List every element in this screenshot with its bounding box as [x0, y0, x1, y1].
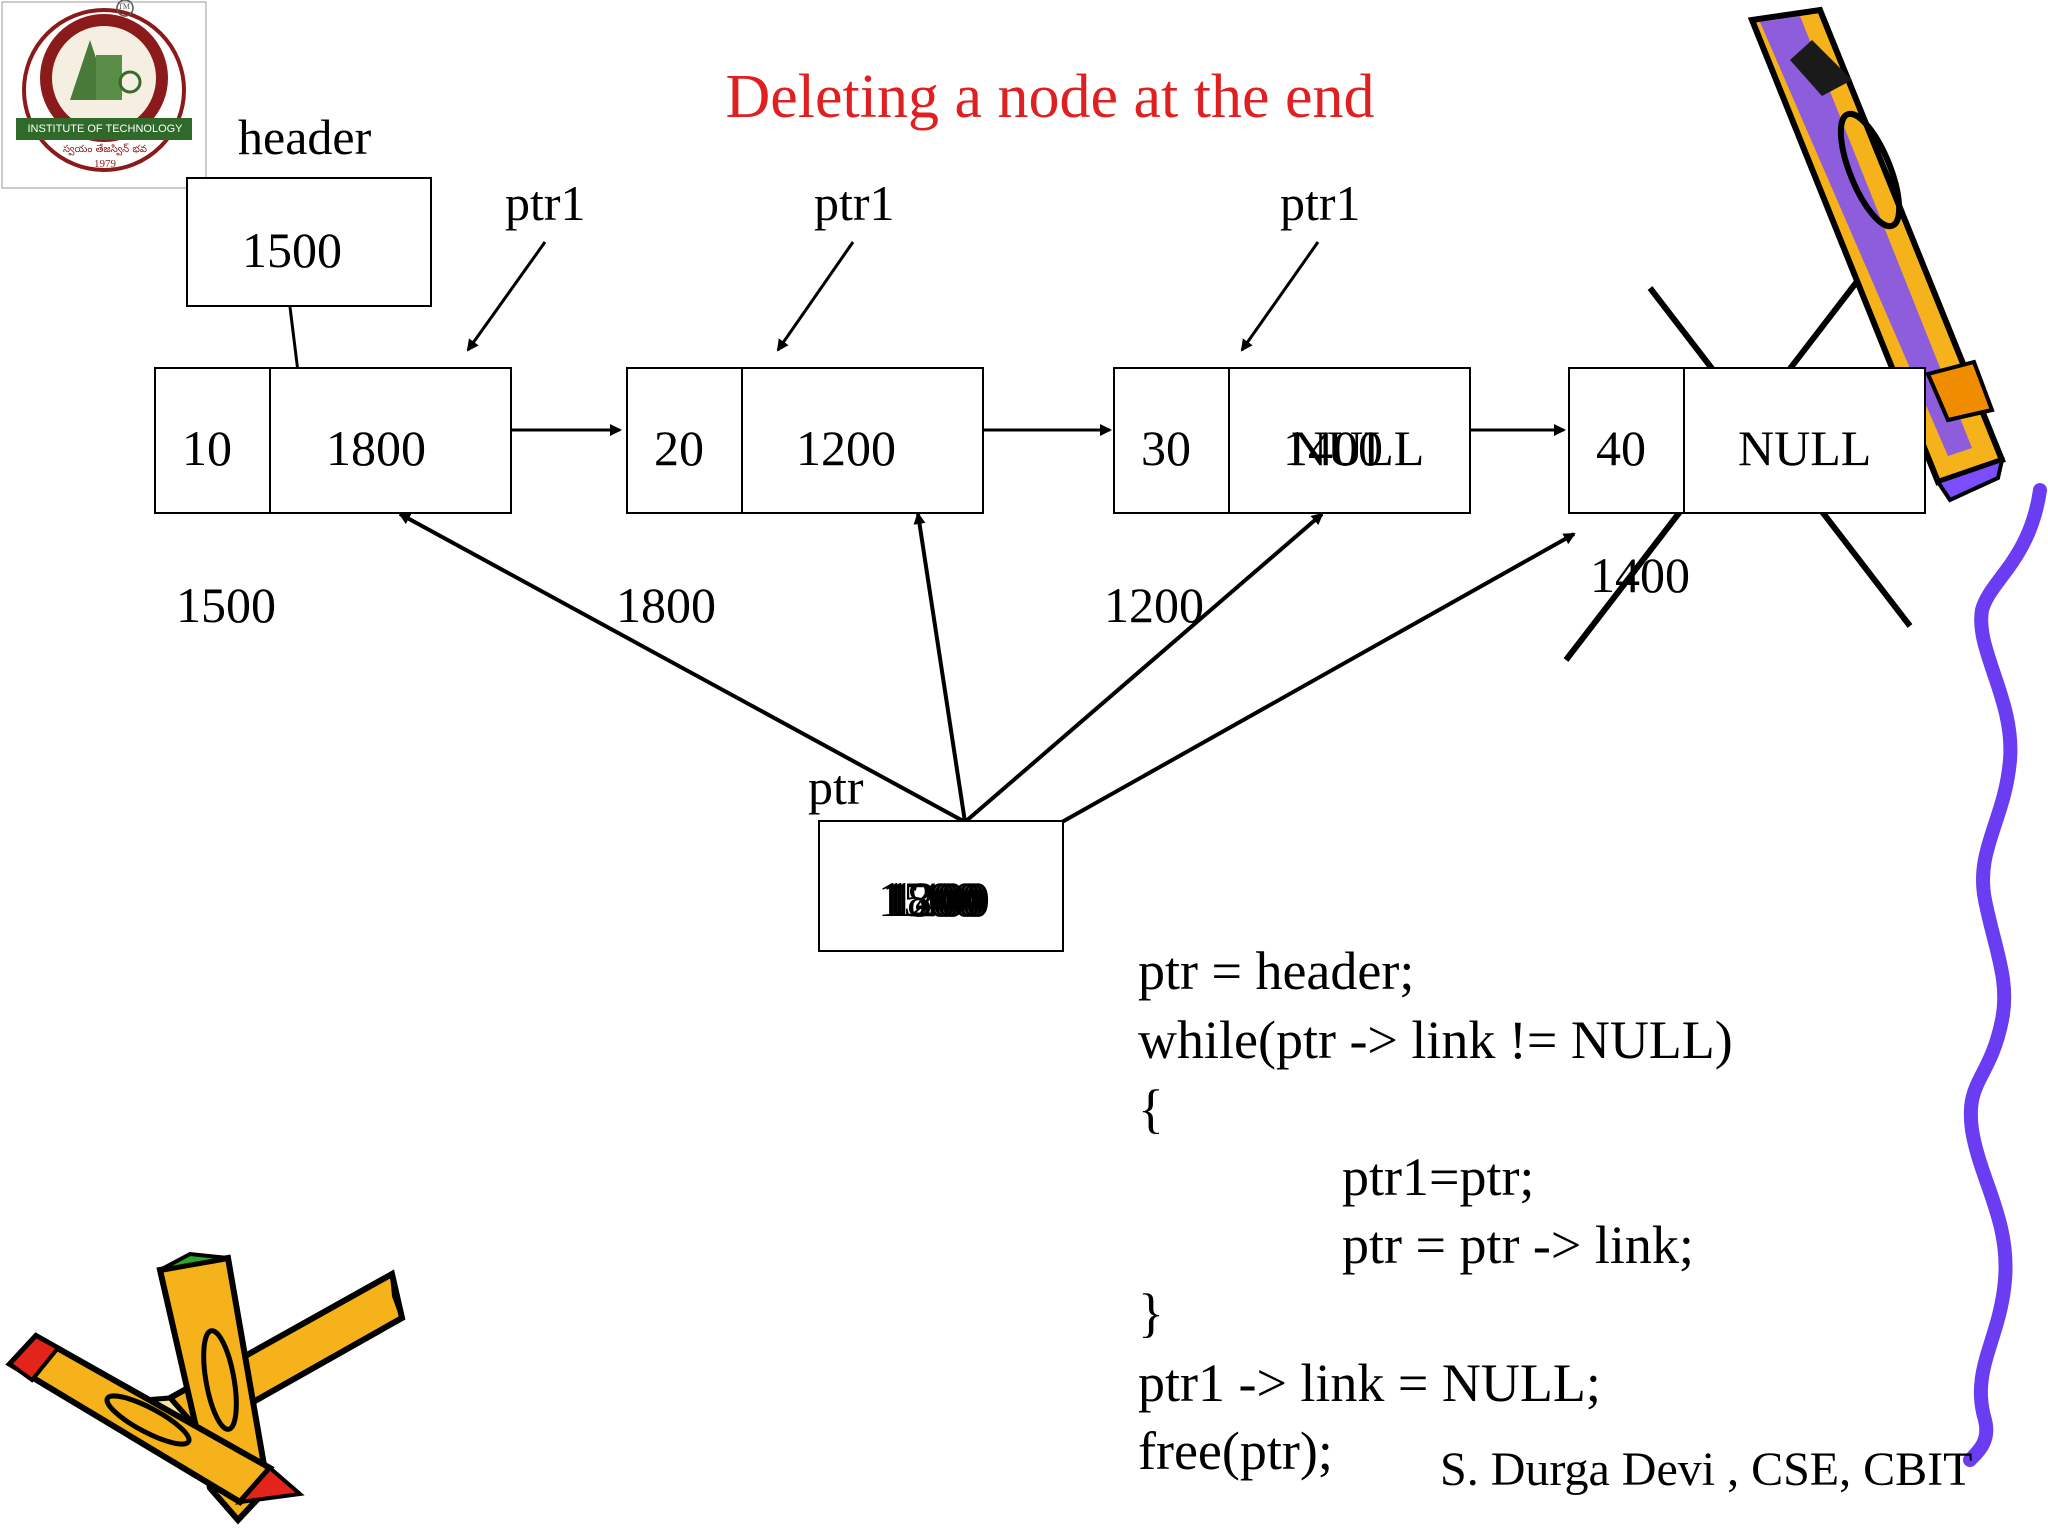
ptr-arrow-1500: [398, 512, 966, 824]
ptr1-arrow-1: [466, 241, 547, 352]
ptr-arrow-1200: [963, 512, 1324, 824]
author-footer: S. Durga Devi , CSE, CBIT: [1440, 1443, 1973, 1496]
ptr-value-1: 1500: [878, 871, 978, 927]
code-line-3: {: [1138, 1079, 1164, 1139]
college-logo: [1, 0, 207, 189]
logo-text-telugu: స్వయం తేజస్విన్ భవ: [63, 144, 147, 155]
logo-year: 1979: [94, 158, 116, 170]
ptr1-arrow-2: [776, 241, 855, 352]
ptr1-label-1: ptr1: [505, 175, 586, 231]
code-line-6: }: [1138, 1283, 1164, 1343]
code-line-8: free(ptr);: [1138, 1421, 1333, 1481]
ptr-arrow-1800: [913, 512, 967, 823]
node-4-data: 40: [1596, 420, 1646, 476]
pencil-clipart-small: [5, 1251, 406, 1525]
ptr-label: ptr: [808, 759, 864, 815]
code-line-2: while(ptr -> link != NULL): [1138, 1010, 1733, 1070]
node-1-address: 1500: [176, 577, 276, 633]
node-1: 10 1800: [154, 367, 512, 514]
node-3: 30 1400 NULL: [1113, 367, 1471, 514]
code-line-5: ptr = ptr -> link;: [1342, 1215, 1694, 1275]
node-3-link-new: NULL: [1291, 420, 1425, 476]
node-2: 20 1200: [626, 367, 984, 514]
ptr-value-3: 1200: [886, 871, 986, 927]
ptr-value-4: 1400: [890, 871, 990, 927]
node-1-link: 1800: [326, 420, 426, 476]
logo-trademark: TM: [118, 2, 130, 11]
ptr1-label-3: ptr1: [1280, 175, 1361, 231]
code-line-1: ptr = header;: [1138, 941, 1415, 1001]
header-label: header: [238, 109, 372, 165]
logo-text-band: INSTITUTE OF TECHNOLOGY: [27, 123, 183, 135]
code-line-4: ptr1=ptr;: [1342, 1147, 1535, 1207]
ptr-box: 1500 1800 1200 1400: [818, 820, 1064, 952]
node-2-data: 20: [654, 420, 704, 476]
node-2-link: 1200: [796, 420, 896, 476]
header-value: 1500: [242, 222, 342, 278]
pencil-clipart-large: [1747, 6, 2006, 503]
slide-title: Deleting a node at the end: [725, 63, 1375, 131]
decorative-squiggle: [1963, 483, 2047, 1467]
node-4-address: 1400: [1590, 547, 1690, 603]
ptr-arrow-1400: [1061, 532, 1576, 824]
code-line-7: ptr1 -> link = NULL;: [1138, 1353, 1601, 1413]
node-4: 40 NULL: [1568, 367, 1926, 514]
node-3-address: 1200: [1104, 577, 1204, 633]
node-2-address: 1800: [616, 577, 716, 633]
node-1-data: 10: [182, 420, 232, 476]
node-divider: [741, 369, 743, 512]
ptr-value-2: 1800: [882, 871, 982, 927]
node-divider: [1683, 369, 1685, 512]
node-divider: [269, 369, 271, 512]
node-3-link-old: 1400: [1283, 420, 1383, 476]
node-4-link: NULL: [1738, 420, 1872, 476]
node-divider: [1228, 369, 1230, 512]
node-3-data: 30: [1141, 420, 1191, 476]
header-box: 1500: [186, 177, 432, 307]
ptr1-label-2: ptr1: [814, 175, 895, 231]
ptr1-arrow-3: [1240, 241, 1320, 352]
